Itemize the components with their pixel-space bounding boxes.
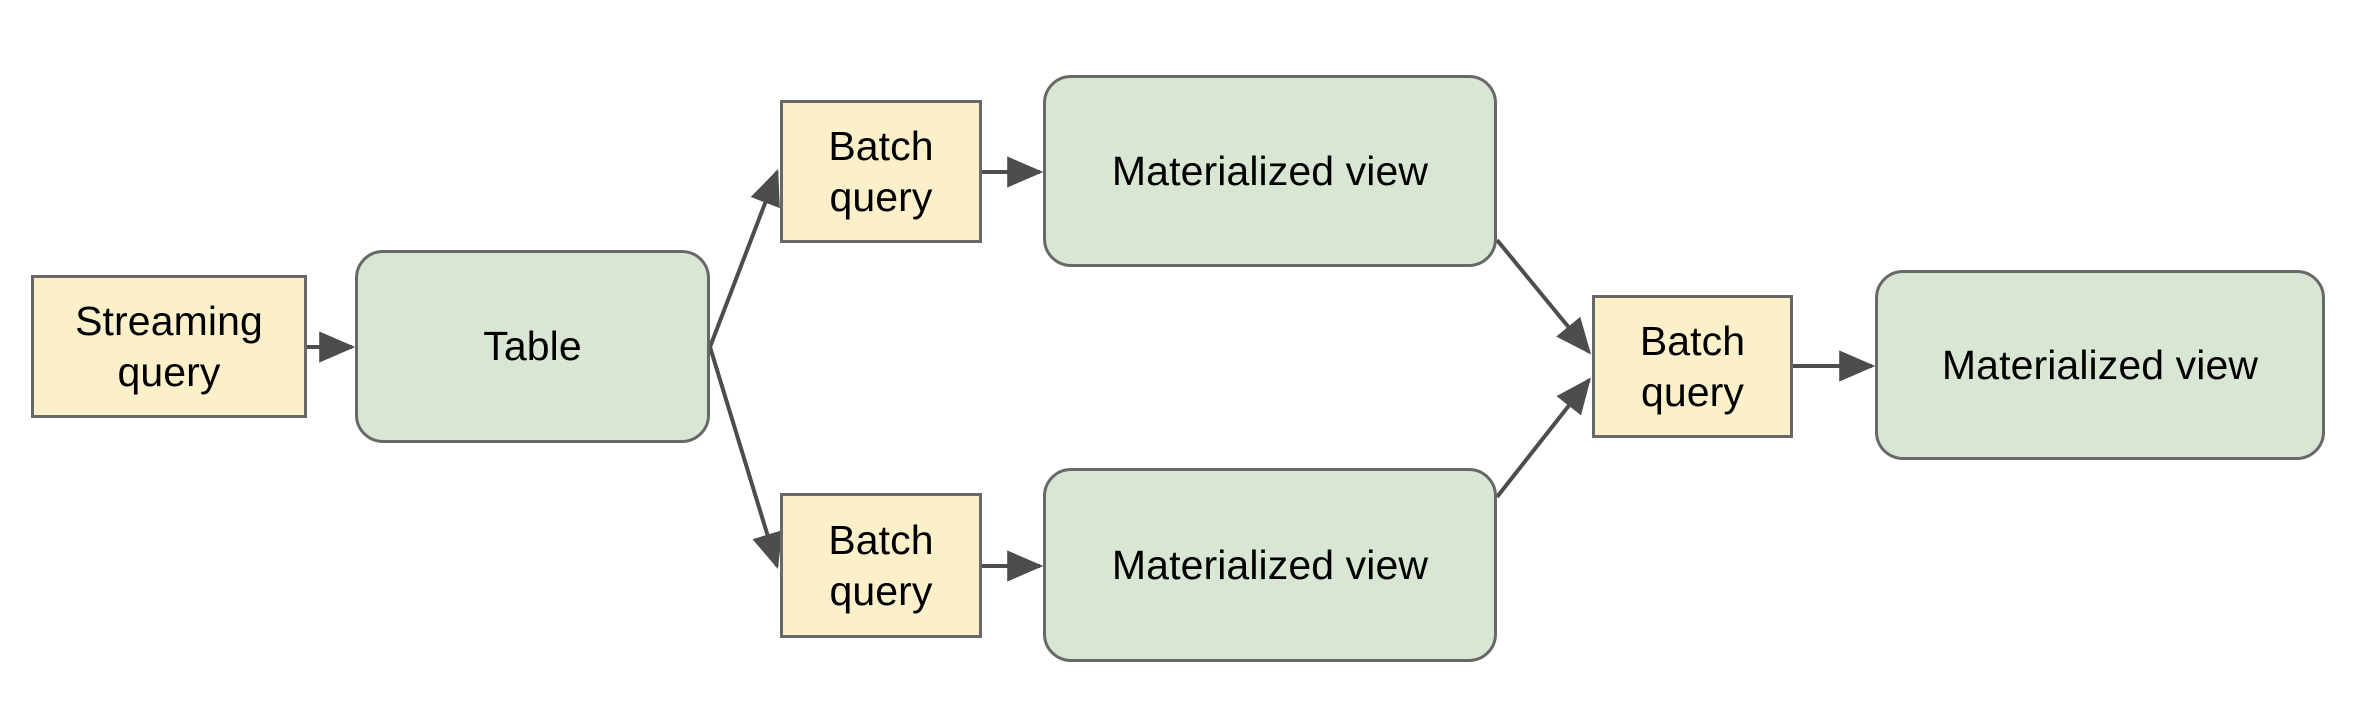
node-streaming-query[interactable]: Streaming query [31, 275, 307, 418]
node-batch-query-join-label: Batch query [1639, 318, 1746, 415]
edge-table-to-batch-top [708, 169, 780, 348]
node-materialized-view-final-label: Materialized view [1941, 341, 2259, 388]
node-materialized-view-final[interactable]: Materialized view [1875, 270, 2325, 460]
node-materialized-view-top[interactable]: Materialized view [1043, 75, 1497, 267]
node-streaming-query-label: Streaming query [75, 298, 263, 395]
node-batch-query-top-label: Batch query [828, 123, 934, 220]
node-batch-query-bottom-label: Batch query [828, 517, 934, 614]
node-materialized-view-bottom[interactable]: Materialized view [1043, 468, 1497, 662]
edge-mv-top-to-batch-join [1495, 238, 1592, 355]
edge-mv-bottom-to-batch-join [1495, 377, 1591, 499]
node-materialized-view-top-label: Materialized view [1111, 147, 1429, 194]
edge-table-to-batch-bottom [708, 346, 783, 570]
node-batch-query-bottom[interactable]: Batch query [780, 493, 982, 638]
node-materialized-view-bottom-label: Materialized view [1111, 541, 1429, 588]
node-table-label: Table [483, 323, 582, 370]
node-batch-query-top[interactable]: Batch query [780, 100, 982, 243]
node-batch-query-join[interactable]: Batch query [1592, 295, 1793, 438]
node-table[interactable]: Table [355, 250, 710, 443]
